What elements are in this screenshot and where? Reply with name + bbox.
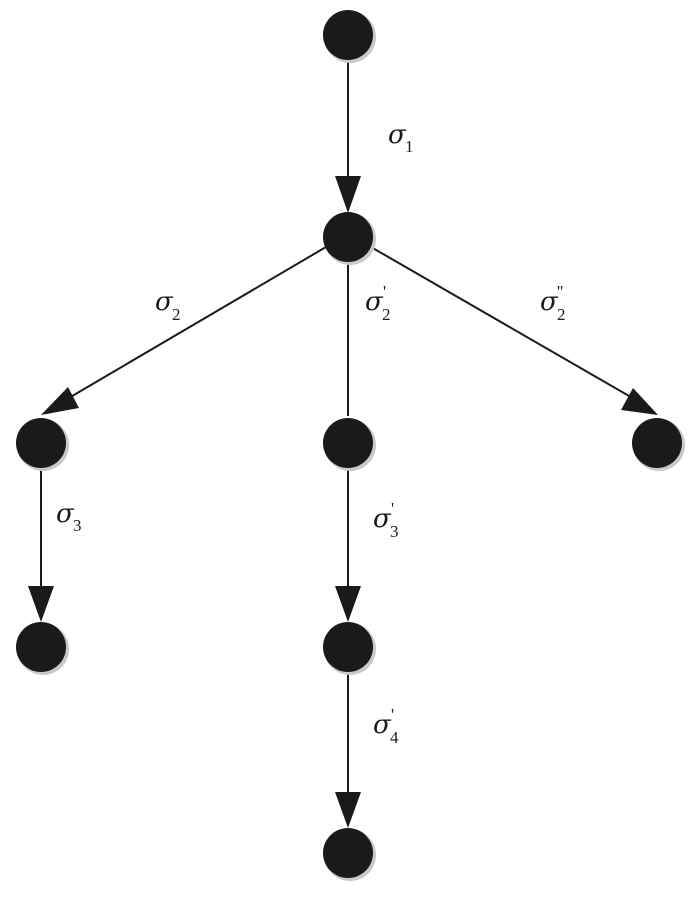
edge-label-sigma-2: σ 2 — [155, 287, 181, 324]
label-prime: '' — [557, 282, 563, 301]
label-symbol: σ — [373, 504, 392, 534]
label-subscript: 3 — [390, 522, 399, 541]
node-middle — [323, 418, 376, 471]
node-left-leaf — [16, 622, 69, 675]
edge-labels: σ 1 σ 2 σ ' 2 σ '' 2 σ 3 σ ' 3 — [56, 120, 566, 747]
label-subscript: 1 — [405, 137, 414, 156]
label-subscript: 2 — [172, 305, 181, 324]
edge-label-sigma-3-prime: σ ' 3 — [373, 499, 399, 541]
edge-lines — [40, 60, 637, 800]
arrowhead-sigma-2 — [41, 387, 79, 415]
node-root — [323, 10, 376, 63]
arrowhead-sigma-1 — [335, 176, 361, 213]
label-prime: ' — [391, 705, 394, 724]
label-prime: ' — [391, 499, 394, 518]
arrowhead-sigma-3-prime — [335, 586, 361, 622]
node-level-1 — [323, 212, 376, 265]
node-middle-level-3 — [323, 622, 376, 675]
label-symbol: σ — [373, 710, 392, 740]
label-symbol: σ — [155, 287, 174, 317]
edge-label-sigma-4-prime: σ ' 4 — [373, 705, 399, 747]
edge-label-sigma-2-double-prime: σ '' 2 — [540, 282, 566, 324]
label-subscript: 2 — [557, 305, 566, 324]
node-right — [632, 418, 685, 471]
arrowhead-sigma-4-prime — [335, 792, 361, 828]
node-left — [16, 418, 69, 471]
label-symbol: σ — [56, 499, 75, 529]
label-subscript: 2 — [382, 305, 391, 324]
nodes — [16, 10, 685, 881]
edge-label-sigma-3: σ 3 — [56, 499, 82, 535]
edge-label-sigma-2-prime: σ ' 2 — [365, 282, 391, 324]
label-prime: ' — [383, 282, 386, 301]
label-subscript: 3 — [73, 516, 82, 535]
label-symbol: σ — [365, 287, 384, 317]
label-symbol: σ — [388, 120, 407, 150]
arrowheads — [28, 176, 658, 828]
arrowhead-sigma-2-double-prime — [621, 388, 658, 415]
edge-label-sigma-1: σ 1 — [388, 120, 414, 156]
edge-line-sigma-2 — [61, 246, 327, 403]
arrowhead-sigma-3 — [28, 586, 54, 622]
node-middle-leaf — [323, 828, 376, 881]
edge-line-sigma-2-double-prime — [370, 246, 637, 401]
label-subscript: 4 — [390, 728, 399, 747]
label-symbol: σ — [540, 287, 559, 317]
